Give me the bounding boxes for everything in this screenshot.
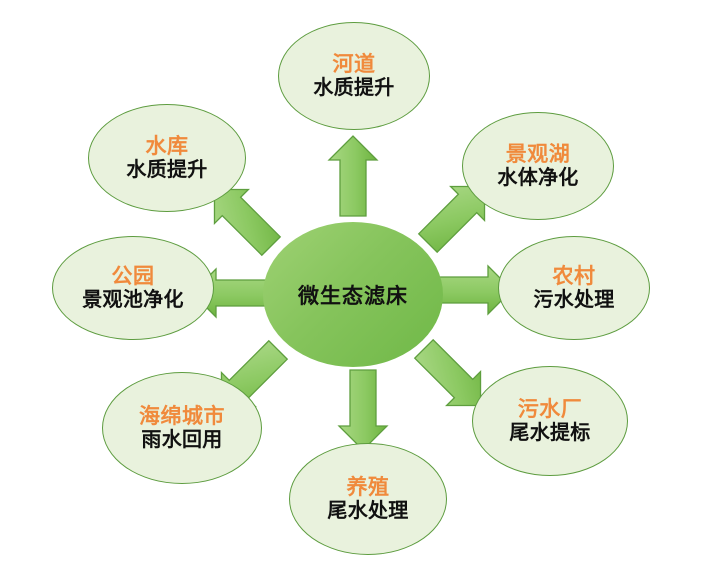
node-park-subtitle: 景观池净化: [82, 289, 184, 312]
node-sewage-plant[interactable]: 污水厂 尾水提标: [472, 366, 628, 476]
node-sponge-city-subtitle: 雨水回用: [141, 429, 223, 452]
node-sponge-city-title: 海绵城市: [139, 404, 225, 428]
arrow-down: [337, 369, 389, 451]
node-rural[interactable]: 农村 污水处理: [498, 236, 650, 340]
node-landscape-lake[interactable]: 景观湖 水体净化: [462, 112, 614, 220]
arrow-up: [327, 135, 379, 217]
node-river[interactable]: 河道 水质提升: [278, 22, 430, 130]
node-reservoir-title: 水库: [145, 134, 189, 158]
node-park-title: 公园: [111, 264, 155, 288]
node-aquaculture[interactable]: 养殖 尾水处理: [289, 443, 447, 555]
node-aquaculture-subtitle: 尾水处理: [327, 500, 409, 523]
node-reservoir-subtitle: 水质提升: [126, 159, 208, 182]
node-river-title: 河道: [332, 52, 376, 76]
node-rural-subtitle: 污水处理: [533, 289, 615, 312]
node-river-subtitle: 水质提升: [313, 77, 395, 100]
node-aquaculture-title: 养殖: [346, 475, 390, 499]
node-reservoir[interactable]: 水库 水质提升: [88, 104, 246, 212]
node-park[interactable]: 公园 景观池净化: [52, 236, 214, 340]
node-sewage-plant-subtitle: 尾水提标: [509, 422, 591, 445]
node-sponge-city[interactable]: 海绵城市 雨水回用: [102, 372, 262, 484]
node-landscape-lake-subtitle: 水体净化: [497, 167, 579, 190]
center-node-label: 微生态滤床: [298, 284, 408, 308]
node-landscape-lake-title: 景观湖: [505, 142, 571, 166]
node-rural-title: 农村: [552, 264, 596, 288]
node-sewage-plant-title: 污水厂: [517, 397, 583, 421]
center-node[interactable]: 微生态滤床: [263, 222, 443, 367]
